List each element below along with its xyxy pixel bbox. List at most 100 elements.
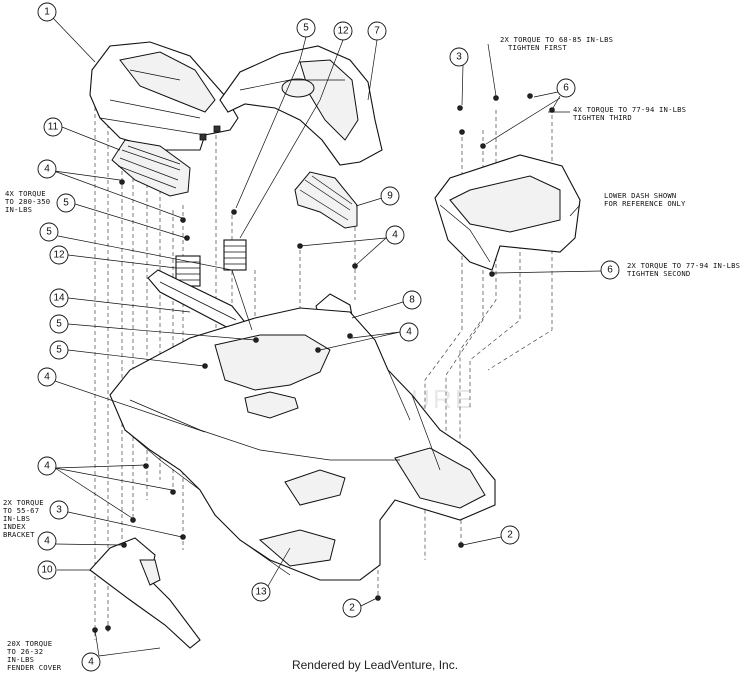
callout-number: 5 [46,227,52,238]
callout-13: 13 [251,582,271,602]
callout-circle [296,18,316,38]
callout-number: 7 [374,26,380,37]
fender-body-part-13 [109,307,496,581]
callout-number: 14 [53,293,65,304]
note-line: IN-LBS [7,655,34,664]
callout-circle [500,525,520,545]
callout-number: 4 [44,372,50,383]
callout-number: 4 [44,536,50,547]
callout-number: 6 [563,83,569,94]
callout-circle [380,186,400,206]
callout-circle [600,260,620,280]
spring-part-12-upper [223,239,247,271]
callout-1: 1 [37,2,57,22]
callout-circle [449,47,469,67]
note-line: FENDER COVER [7,663,62,672]
callout-circle [37,531,57,551]
callout-circle [49,340,69,360]
callout-7: 7 [367,21,387,41]
callout-number: 2 [507,530,513,541]
hood-part-7 [219,45,383,166]
callout-4: 4 [37,367,57,387]
hood-cover-part-1 [89,41,239,151]
note-line: LOWER DASH SHOWN [604,191,676,200]
callout-circle [56,193,76,213]
callout-number: 11 [48,122,59,133]
footer-credit: Rendered by LeadVenture, Inc. [291,658,459,672]
callout-number: 4 [44,461,50,472]
note-line: IN-LBS [3,514,30,523]
callout-circle [37,159,57,179]
note-line: IN-LBS [5,205,32,214]
callout-10: 10 [37,560,57,580]
note-line: TIGHTEN FIRST [508,43,567,52]
vent-insert-part-9 [294,171,358,229]
callout-number: 4 [44,164,50,175]
callout-number: 5 [56,319,62,330]
callout-number: 6 [607,265,613,276]
callout-number: 12 [53,250,65,261]
callout-circle [49,245,69,265]
callout-circle [556,78,576,98]
callout-circle [43,117,63,137]
note-line: TO 26-32 [7,647,43,656]
note-line: TIGHTEN SECOND [627,269,690,278]
callout-circle [251,582,271,602]
callout-6: 6 [600,260,620,280]
callout-number: 10 [41,565,53,576]
lower-dash-reference [434,154,581,271]
callout-number: 4 [406,327,412,338]
callout-number: 5 [56,345,62,356]
callout-5: 5 [49,340,69,360]
note-line: INDEX [3,522,26,531]
callout-circle [49,500,69,520]
callout-4: 4 [37,456,57,476]
callout-circle [367,21,387,41]
callout-14: 14 [49,288,69,308]
callout-9: 9 [380,186,400,206]
callout-number: 1 [44,7,50,18]
callout-circle [49,314,69,334]
vent-insert-part-11 [111,139,191,197]
callout-5: 5 [296,18,316,38]
callout-circle [39,222,59,242]
callout-circle [342,598,362,618]
callout-5: 5 [56,193,76,213]
callout-number: 2 [349,603,355,614]
note-line: TIGHTEN THIRD [573,113,632,122]
callout-number: 5 [303,23,309,34]
callout-12: 12 [49,245,69,265]
callout-number: 8 [409,295,415,306]
callout-number: 4 [392,230,398,241]
callout-number: 13 [255,587,267,598]
callout-5: 5 [39,222,59,242]
callout-4: 4 [37,531,57,551]
note-line: 2X TORQUE TO 77-94 IN-LBS [627,261,740,270]
note-line: 20X TORQUE [7,639,52,648]
callout-circle [37,560,57,580]
callout-circle [37,2,57,22]
callout-4: 4 [37,159,57,179]
note-line: 4X TORQUE [5,189,46,198]
callout-number: 4 [88,657,94,668]
callout-circle [385,225,405,245]
callout-3: 3 [49,500,69,520]
callout-number: 5 [63,198,69,209]
note-line: 2X TORQUE TO 68-85 IN-LBS [500,35,613,44]
callout-number: 3 [56,505,62,516]
callout-number: 9 [387,191,393,202]
